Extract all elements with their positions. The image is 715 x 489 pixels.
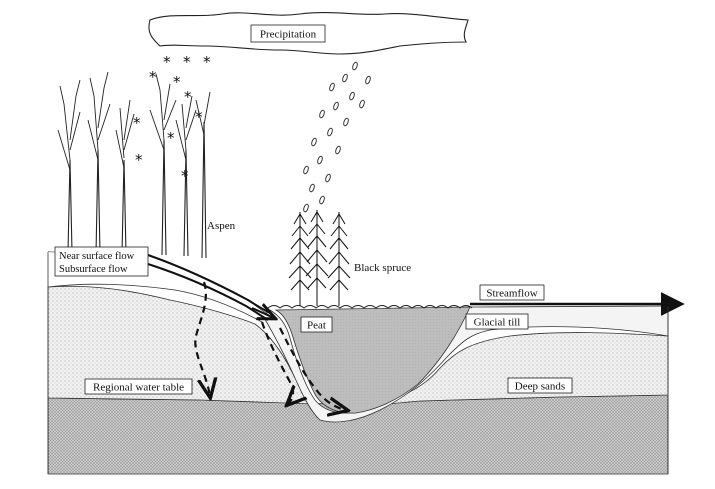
svg-text:Streamflow: Streamflow (486, 288, 537, 300)
recharge-flow-path-1 (194, 281, 210, 396)
snowflake-asterisk-icon: * (184, 88, 192, 106)
raindrop-icon (335, 145, 341, 155)
glacial-till-label: Glacial till (465, 313, 529, 330)
raindrop-icon (352, 61, 358, 71)
subsurface-flow-arrow (251, 308, 274, 318)
raindrop-icon (309, 183, 315, 193)
raindrop-icon (303, 165, 309, 175)
recharge-flow-path-3 (279, 327, 346, 410)
snowflake-asterisk-icon: * (135, 151, 143, 169)
flow-labels-box: Near surface flow Subsurface flow (54, 246, 149, 277)
snowflake-asterisk-icon: * (133, 114, 141, 132)
spruce-tree-icon (327, 212, 351, 306)
snowflake-asterisk-icon: * (173, 73, 181, 91)
aspen-tree-icon (149, 73, 177, 256)
glacial-till-layer (262, 305, 669, 423)
svg-text:Deep sands: Deep sands (515, 381, 565, 393)
raindrop-icon (365, 75, 371, 85)
aspen-tree-icon (175, 95, 197, 257)
snowflakes: * * * * * * * * * * * (133, 53, 211, 185)
black-spruce-label: Black spruce (354, 262, 411, 274)
snowflake-asterisk-icon: * (183, 53, 191, 71)
aspen-trees (57, 71, 211, 259)
snowflake-asterisk-icon: * (149, 68, 157, 86)
snowflake-asterisk-icon: * (163, 53, 171, 71)
raindrop-icon (303, 203, 309, 213)
snowflake-asterisk-icon: * (203, 53, 211, 71)
raindrop-icon (327, 127, 333, 137)
streamflow-label: Streamflow (479, 284, 545, 301)
black-spruce-trees (288, 210, 351, 306)
raindrop-icon (343, 117, 349, 127)
raindrop-icon (359, 99, 365, 109)
aspen-tree-icon (57, 79, 81, 253)
raindrop-icon (319, 195, 325, 205)
aspen-label: Aspen (207, 220, 236, 232)
deep-sands-label: Deep sands (507, 377, 573, 394)
svg-text:Precipitation: Precipitation (260, 29, 317, 41)
raindrop-icon (349, 91, 355, 101)
spruce-tree-icon (288, 212, 312, 306)
aspen-tree-icon (115, 99, 135, 255)
raindrop-icon (329, 82, 335, 92)
regional-water-table-label: Regional water table (84, 378, 193, 395)
near-surface-flow-label: Near surface flow (59, 251, 135, 262)
raindrop-icon (311, 137, 317, 147)
svg-text:Regional water table: Regional water table (93, 382, 184, 394)
raindrop-icon (342, 73, 348, 83)
raindrop-icon (319, 109, 325, 119)
snowflake-asterisk-icon: * (195, 108, 203, 126)
peat-label: Peat (300, 316, 333, 333)
raindrop-icon (333, 101, 339, 111)
snowflake-asterisk-icon: * (167, 129, 175, 147)
recharge-flow-path-2 (260, 321, 293, 404)
precipitation-label: Precipitation (250, 24, 326, 43)
svg-text:Glacial till: Glacial till (474, 317, 521, 329)
subsurface-flow-label: Subsurface flow (59, 264, 128, 275)
spruce-tree-icon (305, 210, 329, 306)
svg-text:Peat: Peat (307, 320, 326, 332)
aspen-tree-icon (195, 91, 211, 259)
water-surface (267, 305, 473, 309)
raindrops (303, 61, 371, 213)
raindrop-icon (325, 173, 331, 183)
aspen-tree-icon (87, 71, 111, 255)
raindrop-icon (317, 155, 323, 165)
